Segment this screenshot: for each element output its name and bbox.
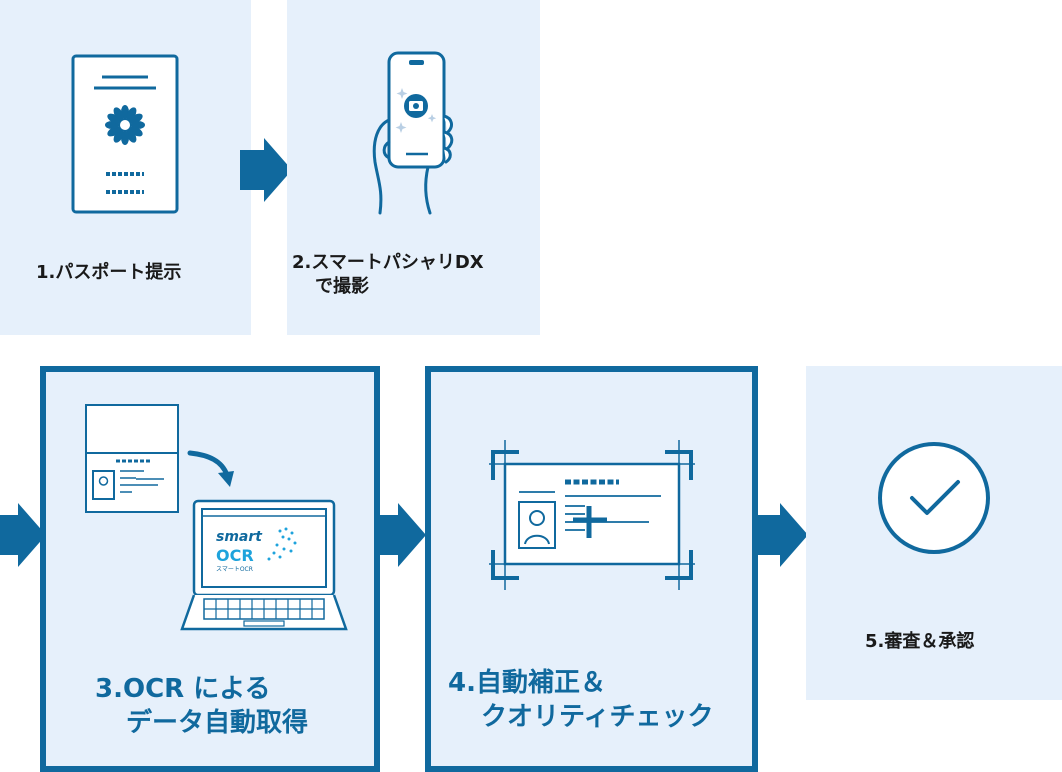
step-2-label: 2.スマートパシャリDX で撮影	[292, 252, 484, 297]
laptop-logo-word2: OCR	[216, 546, 254, 565]
laptop-logo-sub: スマートOCR	[216, 566, 253, 573]
checkmark-circle-icon	[878, 442, 990, 554]
smartphone-camera-icon	[372, 51, 454, 215]
arrow-right-icon	[240, 138, 292, 202]
passport-icon	[71, 54, 179, 214]
step-4-label: 4.自動補正＆ クオリティチェック	[448, 668, 714, 732]
step-5-label: 5.審査＆承認	[865, 631, 975, 652]
arrow-right-icon	[376, 503, 426, 567]
step-4-panel	[425, 366, 758, 772]
step-1-label: 1.パスポート提示	[36, 262, 182, 283]
id-card-scan-icon	[489, 440, 695, 590]
arrow-right-icon	[758, 503, 808, 567]
arrow-right-icon	[0, 503, 46, 567]
step-3-label: 3.OCR による データ自動取得	[95, 674, 309, 738]
laptop-ocr-icon: smart OCR スマートOCR	[85, 404, 348, 631]
laptop-logo-word1: smart	[216, 529, 263, 545]
